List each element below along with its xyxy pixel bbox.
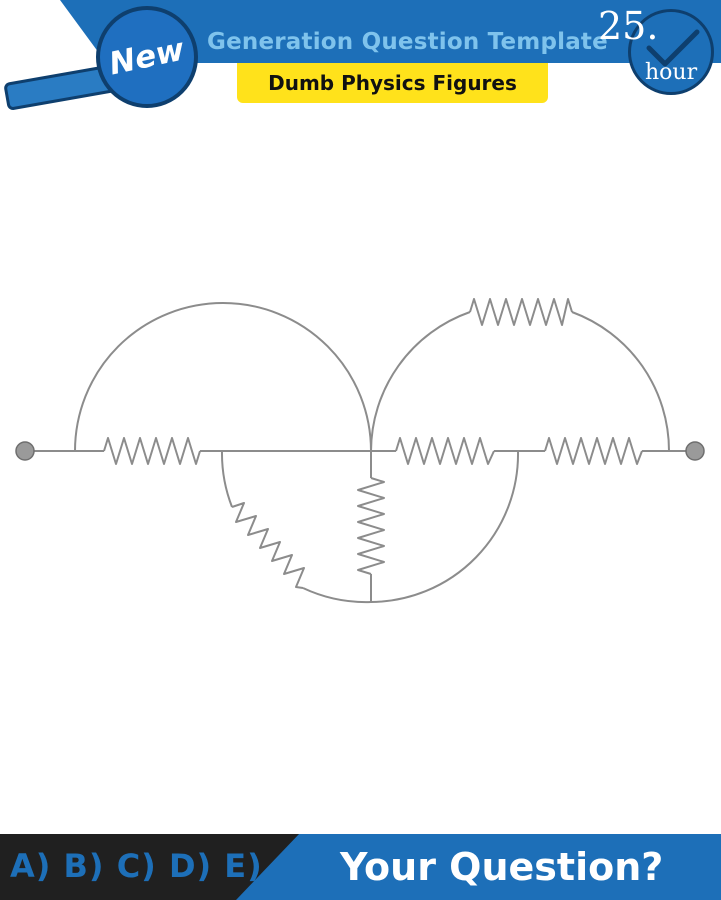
left-main-resistor	[103, 437, 201, 465]
right-upper-arc	[370, 311, 670, 452]
subtitle-banner: Dumb Physics Figures	[237, 63, 548, 103]
right-arc-top-resistor	[469, 298, 573, 326]
page-title: Generation Question Template	[207, 29, 608, 55]
footer-question-band	[236, 834, 721, 900]
lower-semicircle	[220, 450, 520, 604]
clock-check-icon	[646, 29, 700, 67]
question-prompt: Your Question?	[340, 845, 664, 889]
left-upper-arc	[74, 302, 372, 452]
hour-number: 25.	[598, 4, 659, 48]
right-main-resistor-2	[544, 437, 643, 465]
subtitle-text: Dumb Physics Figures	[268, 71, 517, 95]
right-main-resistor-1	[395, 437, 495, 465]
hour-label: hour	[645, 60, 698, 85]
new-badge: New	[96, 6, 198, 108]
lower-left-diagonal-resistor	[231, 502, 305, 589]
vertical-center-resistor	[357, 477, 385, 575]
answer-choices: A) B) C) D) E)	[10, 847, 263, 885]
clock-icon	[628, 9, 714, 95]
right-terminal	[685, 441, 705, 461]
left-terminal	[15, 441, 35, 461]
